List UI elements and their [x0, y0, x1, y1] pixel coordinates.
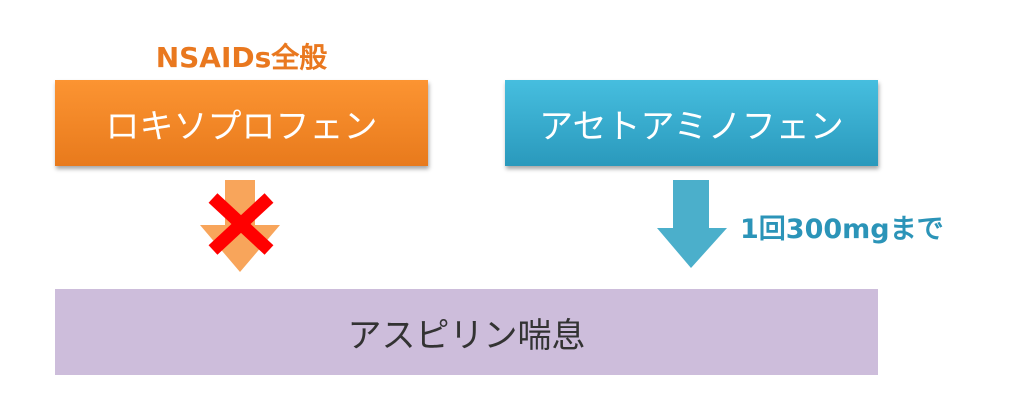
aspirin-asthma-box: アスピリン喘息: [55, 289, 878, 375]
aspirin-asthma-label: アスピリン喘息: [347, 315, 586, 356]
down-arrow-icon: [657, 180, 727, 268]
loxoprofen-label: ロキソプロフェン: [105, 106, 378, 147]
dose-limit-label: 1回300mgまで: [740, 214, 944, 245]
acetaminophen-label: アセトアミノフェン: [539, 106, 844, 147]
acetaminophen-box: アセトアミノフェン: [505, 80, 878, 166]
loxoprofen-box: ロキソプロフェン: [55, 80, 428, 166]
nsaids-category-label: NSAIDs全般: [155, 41, 328, 74]
x-mark-icon: [208, 193, 274, 255]
